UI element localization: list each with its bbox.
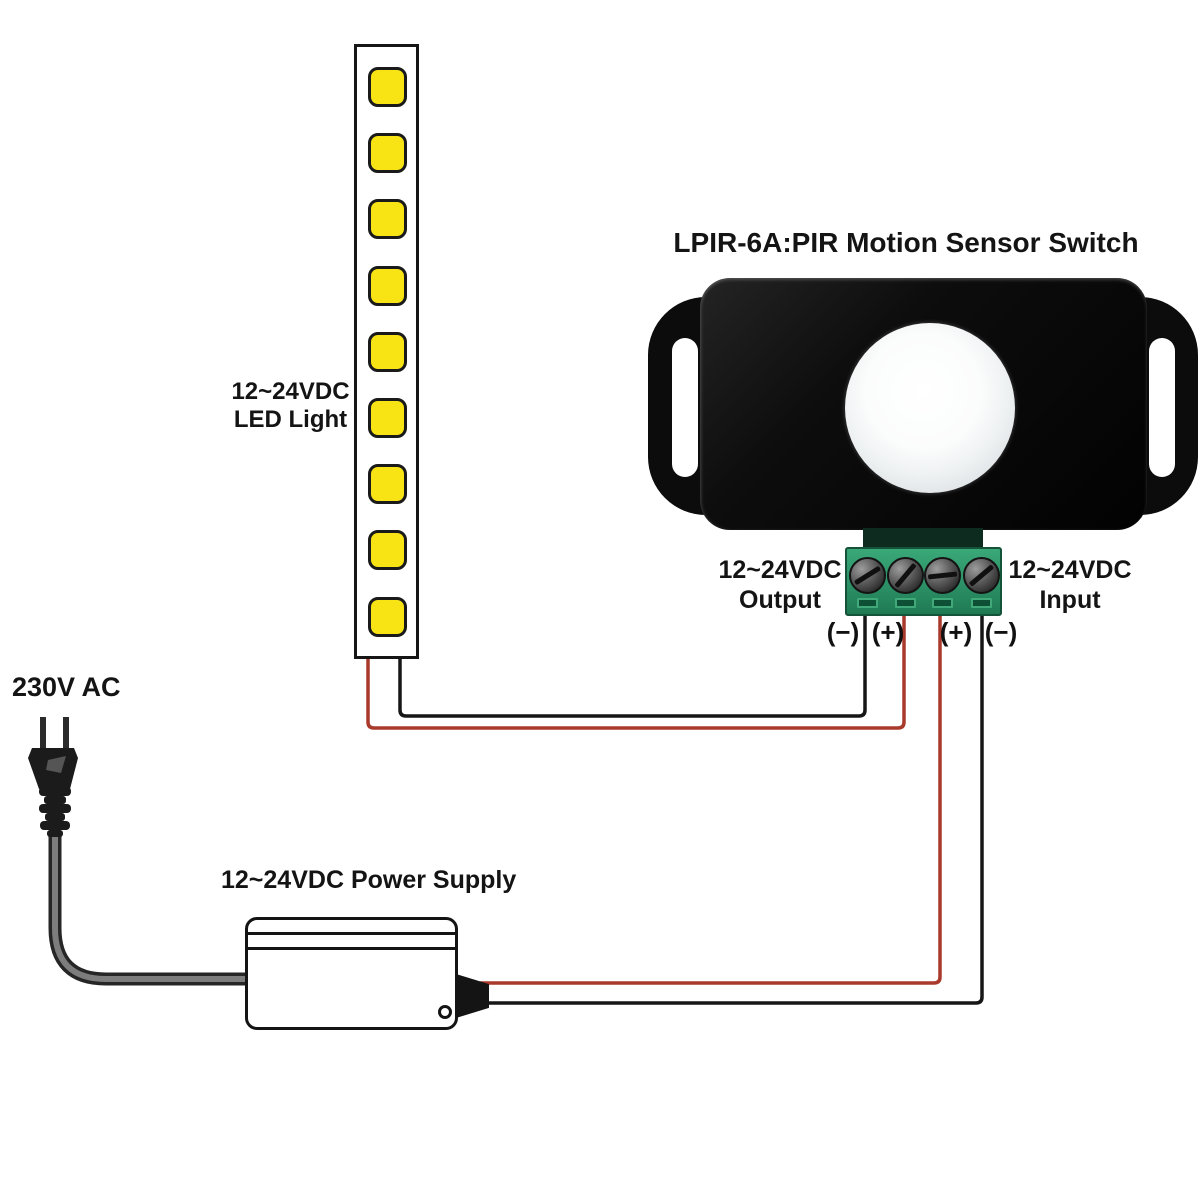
screw-slot — [927, 571, 958, 580]
plug-strain-relief — [39, 787, 71, 837]
terminal-wire-opening — [895, 598, 916, 608]
terminal-screw-input-positive — [924, 557, 961, 594]
plug-body-highlight — [46, 756, 66, 773]
led-chip — [368, 133, 407, 174]
wire-output-negative — [398, 610, 867, 718]
polarity-mark-output-negative: (−) — [826, 617, 860, 647]
led-chip — [368, 331, 407, 372]
input-label-line2: Input — [1039, 585, 1101, 614]
led-chip — [368, 596, 407, 637]
ac-plug — [28, 717, 78, 837]
ac-voltage-label: 230V AC — [12, 672, 121, 702]
led-chip — [368, 199, 407, 240]
led-chip — [368, 464, 407, 505]
led-chip — [368, 265, 407, 306]
power-supply-label: 12~24VDC Power Supply — [221, 866, 517, 894]
terminal-wire-opening — [932, 598, 953, 608]
terminal-screw-output-positive — [887, 557, 924, 594]
terminal-wire-opening — [971, 598, 992, 608]
input-terminal-label: 12~24VDC Input — [1005, 556, 1135, 615]
terminal-block-neck — [863, 528, 983, 550]
led-strip-label-line1: 12~24VDC — [231, 378, 350, 405]
led-chip — [368, 398, 407, 438]
ac-cord-outline — [48, 827, 257, 986]
ac-cord-core — [52, 831, 253, 982]
wire-input-negative — [480, 610, 984, 1005]
output-label-line1: 12~24VDC — [718, 556, 842, 584]
input-label-line1: 12~24VDC — [1008, 556, 1132, 584]
power-supply-vent-line — [248, 947, 455, 950]
mounting-slot-right — [1149, 338, 1175, 477]
screw-slot — [968, 564, 995, 587]
terminal-wire-opening — [857, 598, 878, 608]
led-strip — [354, 44, 419, 659]
output-terminal-label: 12~24VDC Output — [715, 556, 845, 615]
wire-output-positive — [366, 610, 906, 730]
led-strip-label: 12~24VDC LED Light — [228, 378, 353, 435]
plug-prong-right — [63, 717, 69, 751]
pir-device-title: LPIR-6A:PIR Motion Sensor Switch — [673, 227, 1139, 258]
terminal-screw-output-negative — [849, 557, 886, 594]
power-supply-vent-line — [248, 932, 455, 935]
mounting-slot-left — [672, 338, 698, 477]
led-strip-label-line2: LED Light — [233, 406, 348, 434]
output-label-line2: Output — [739, 585, 821, 614]
power-supply-hole — [438, 1005, 452, 1019]
polarity-mark-input-negative: (−) — [984, 617, 1018, 647]
plug-prong-left — [40, 717, 46, 751]
terminal-screw-input-negative — [963, 557, 1000, 594]
screw-slot — [853, 565, 882, 586]
screw-slot — [894, 562, 917, 589]
led-chip — [368, 530, 407, 571]
polarity-mark-output-positive: (+) — [871, 617, 905, 647]
wire-input-positive — [480, 610, 942, 985]
led-chip — [368, 67, 407, 107]
polarity-mark-input-positive: (+) — [939, 617, 973, 647]
power-supply-box — [245, 917, 458, 1030]
pir-sensor-dome — [845, 323, 1015, 493]
